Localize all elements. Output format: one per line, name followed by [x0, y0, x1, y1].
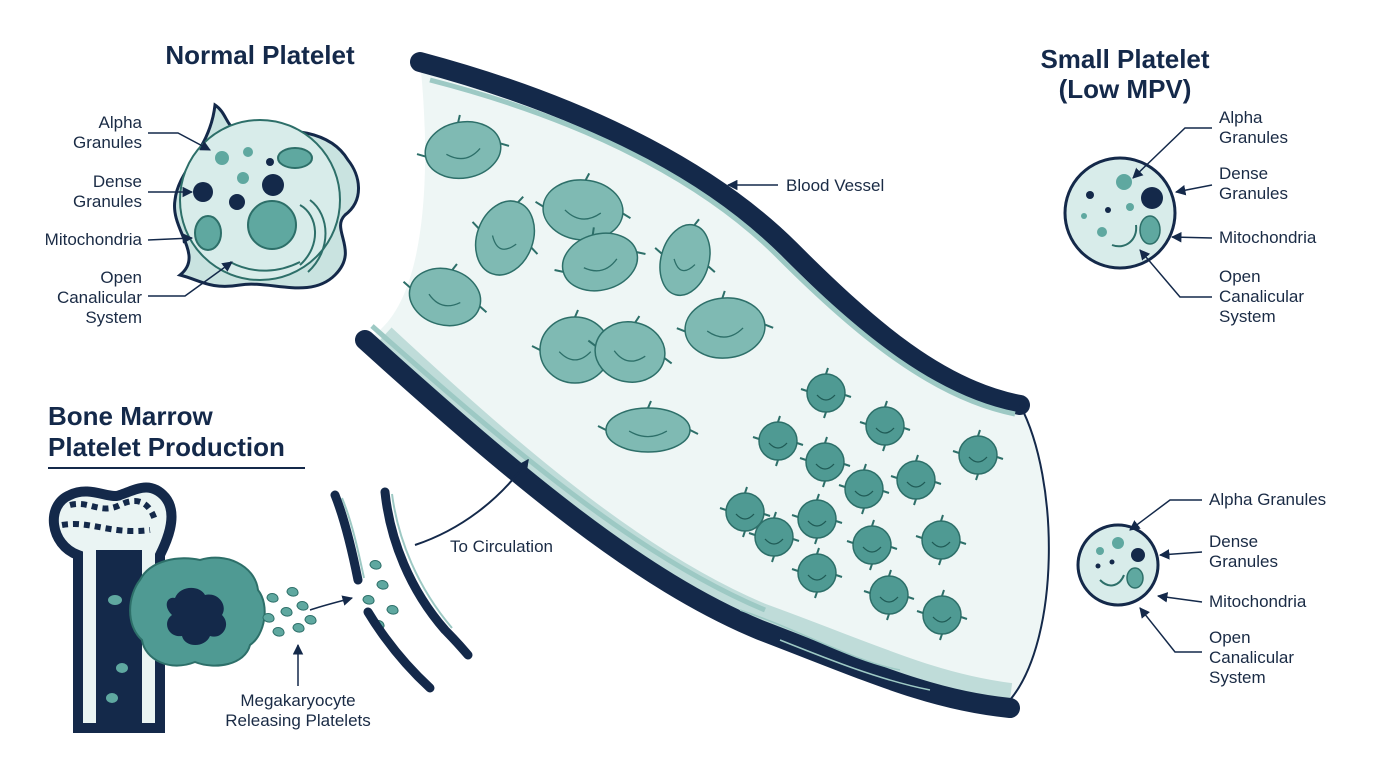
discoid-platelet [597, 400, 699, 453]
spherical-platelet [846, 519, 898, 571]
blood-vessel-label: Blood Vessel [786, 176, 885, 195]
spherical-platelet [800, 367, 852, 419]
released-platelet [362, 595, 375, 605]
spherical-platelet [863, 569, 915, 621]
small-mito-label: Mitochondria [1219, 228, 1317, 247]
spherical-platelet [799, 436, 851, 488]
normal-platelet [173, 102, 360, 290]
small-platelet [1063, 156, 1177, 270]
to-circulation-arrow [414, 458, 529, 546]
discoid-platelet [402, 263, 488, 327]
megakaryocyte [129, 556, 266, 667]
small-platelet-2-pointers [1129, 499, 1203, 653]
spherical-platelet [791, 547, 843, 599]
spherical-platelet [859, 400, 911, 452]
released-platelets [262, 560, 399, 637]
small-alpha-label: Alpha Granules [1219, 108, 1288, 147]
normal-alpha-label: Alpha Granules [73, 113, 142, 152]
released-platelet [292, 623, 305, 633]
marrow-vessel-wall-highlight [341, 493, 453, 629]
spherical-platelet [915, 514, 967, 566]
released-platelet [280, 607, 293, 617]
to-circulation-label: To Circulation [450, 537, 553, 556]
released-platelet [296, 601, 309, 611]
released-platelet [262, 613, 275, 623]
normal-ocs-label: Open Canalicular System [56, 268, 142, 327]
small-dense-label: Dense Granules [1219, 164, 1288, 203]
platelets-in-vessel [402, 114, 1004, 641]
normal-platelet-pointers [147, 132, 233, 297]
released-platelet [376, 580, 389, 590]
release-arrow [309, 595, 354, 611]
bone [48, 482, 177, 733]
small2-mito-label: Mitochondria [1209, 592, 1307, 611]
spherical-platelet [916, 589, 968, 641]
small2-alpha-label: Alpha Granules [1209, 490, 1327, 509]
released-platelet [304, 615, 317, 625]
spherical-platelet [890, 454, 942, 506]
discoid-platelet [416, 114, 510, 180]
spherical-platelet [719, 486, 771, 538]
small-platelet-title: Small Platelet (Low MPV) [1040, 44, 1210, 104]
discoid-platelet [554, 227, 646, 292]
marrow-vessel-wall [330, 487, 473, 693]
spherical-platelet [791, 493, 843, 545]
spherical-platelet [752, 415, 804, 467]
bone-marrow-title: Bone Marrow Platelet Production [48, 401, 285, 462]
discoid-platelet [587, 315, 673, 383]
released-platelet [386, 605, 399, 615]
small2-ocs-label: Open Canalicular System [1209, 628, 1295, 687]
discoid-platelet [471, 196, 539, 276]
megakaryocyte-label: Megakaryocyte Releasing Platelets [225, 691, 371, 730]
normal-mito-label: Mitochondria [44, 230, 142, 249]
small-ocs-label: Open Canalicular System [1219, 267, 1305, 326]
small-platelet-pointers [1132, 127, 1213, 298]
normal-dense-label: Dense Granules [73, 172, 142, 211]
released-platelet [272, 627, 285, 637]
small2-dense-label: Dense Granules [1209, 532, 1278, 571]
released-platelet [266, 593, 279, 603]
small-platelet-2 [1076, 523, 1160, 607]
discoid-platelet [535, 172, 631, 241]
released-platelet [369, 560, 382, 570]
spherical-platelet [838, 463, 890, 515]
spherical-platelet [748, 511, 800, 563]
released-platelet [286, 587, 299, 597]
normal-platelet-title: Normal Platelet [165, 40, 355, 70]
discoid-platelet [676, 290, 774, 359]
spherical-platelet [952, 429, 1004, 481]
discoid-platelet [654, 218, 716, 297]
